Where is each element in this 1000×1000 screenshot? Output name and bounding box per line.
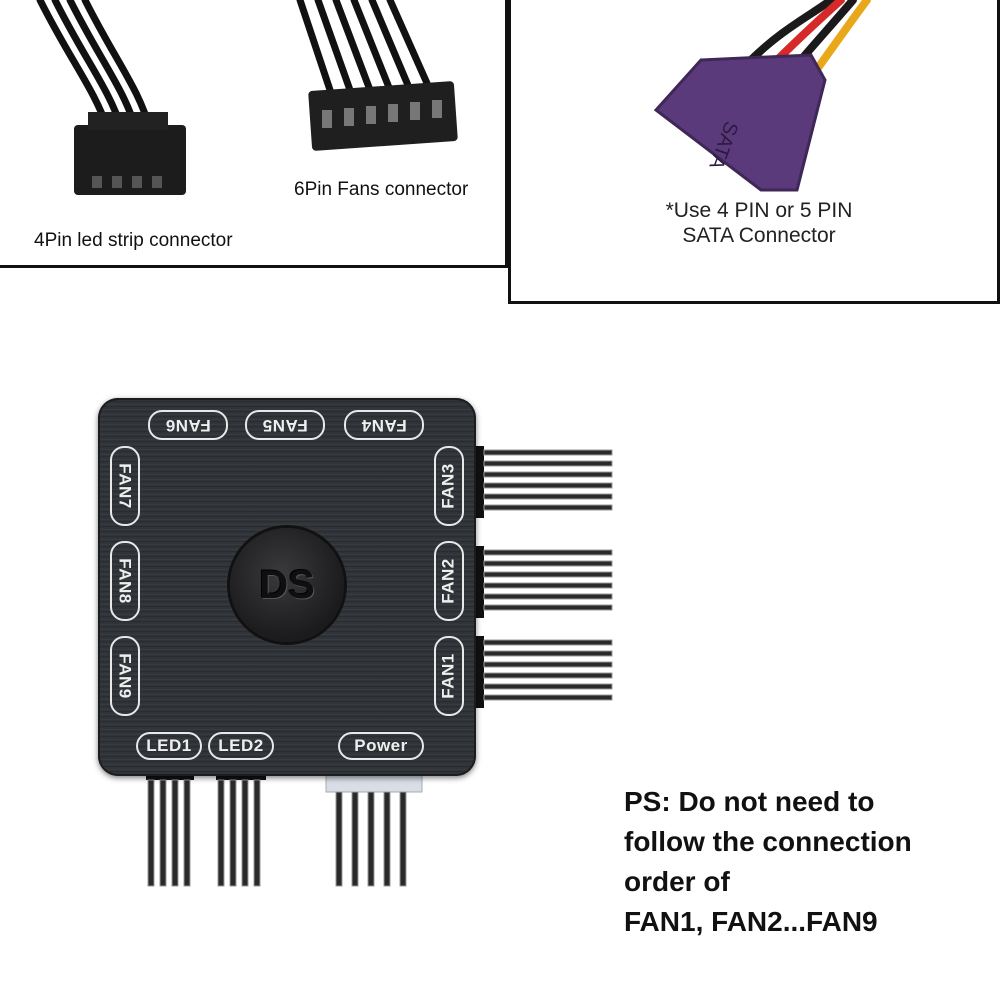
led2-label: LED2 [208,732,274,760]
bottom-wire-bundles [146,772,423,887]
ds-logo: DS [230,528,344,642]
connector-panel-left: 6Pin Fans connector 4Pin led strip conne… [0,0,508,268]
sata-note-line2: SATA Connector [682,224,836,247]
fans-connector-caption: 6Pin Fans connector [294,179,469,200]
fan3-label-text: FAN3 [439,463,458,509]
fan8-label-text: FAN8 [116,558,135,604]
fan7-label-text: FAN7 [116,463,135,509]
sata-connector-image: SATA [653,0,871,192]
fan5-label: FAN5 [245,410,325,440]
fan9-label-text: FAN9 [116,653,135,699]
ps-note-line3: order of [624,866,730,897]
fan-hub: FAN6 FAN5 FAN4 FAN7 FAN8 FAN9 FAN3 FAN2 … [98,398,476,776]
fan4-label: FAN4 [344,410,424,440]
sata-note: *Use 4 PIN or 5 PIN SATA Connector [639,198,879,248]
ps-note-line1: PS: Do not need to [624,786,875,817]
fan1-label: FAN1 [434,636,464,716]
fan7-label: FAN7 [110,446,140,526]
led-strip-connector-caption: 4Pin led strip connector [34,230,233,251]
led-strip-connector-image [36,0,458,195]
fan-wire-bundles-right [474,446,613,708]
connector-panel-right: SATA *Use 4 PIN or 5 PIN SATA Connector [508,0,1000,304]
fan2-label-text: FAN2 [439,558,458,604]
ps-note-line2: follow the connection [624,826,912,857]
fan2-label: FAN2 [434,541,464,621]
ds-logo-text: DS [259,562,315,607]
sata-note-line1: *Use 4 PIN or 5 PIN [665,199,853,222]
fan6-label: FAN6 [148,410,228,440]
led1-label: LED1 [136,732,202,760]
fan3-label: FAN3 [434,446,464,526]
ps-note-line4: FAN1, FAN2...FAN9 [624,906,878,937]
power-label: Power [338,732,424,760]
fan8-label: FAN8 [110,541,140,621]
fan9-label: FAN9 [110,636,140,716]
fan1-label-text: FAN1 [439,653,458,699]
ps-note: PS: Do not need to follow the connection… [624,782,912,942]
